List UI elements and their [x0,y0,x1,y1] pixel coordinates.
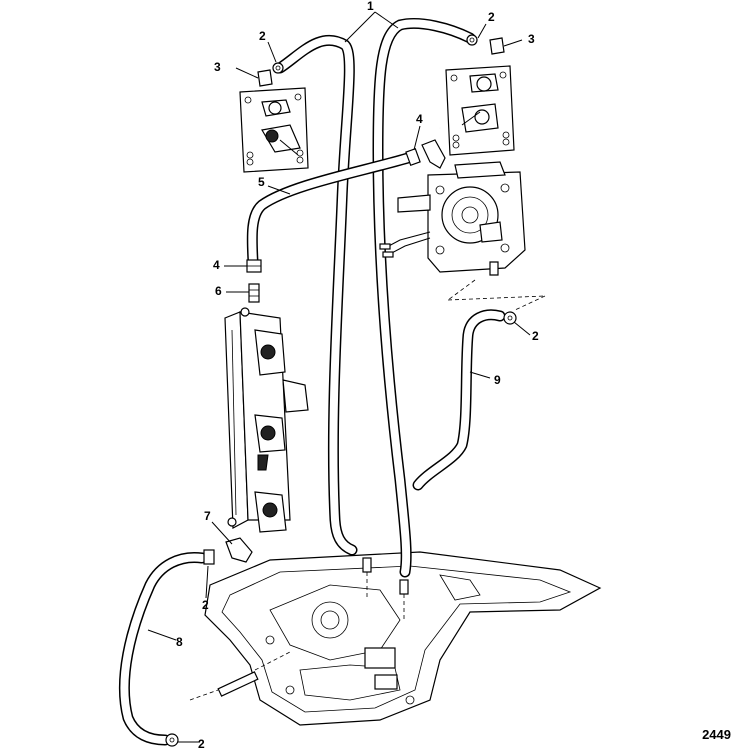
left-cover-plate [239,87,309,173]
hose-1-left [274,34,358,556]
vapor-separator-assembly [379,127,526,276]
fitting-4-lower [246,259,262,273]
callout-2: 2 [488,10,495,24]
callout-2: 2 [198,737,205,750]
callout-4: 4 [416,112,423,126]
hose-9 [412,309,506,491]
callout-7: 7 [204,509,211,523]
figure-number: 2449 [702,727,731,742]
callout-3: 3 [528,32,535,46]
fitting-3-right [489,37,505,55]
clamp-2-bottom [165,733,179,747]
assembly-line [514,295,546,311]
adapter-plate [204,551,602,726]
hose-5 [246,152,414,268]
assembly-line [447,295,546,301]
clamp-2-right [503,311,517,325]
right-cover-plate [445,65,515,156]
leader-lines [147,11,531,743]
callout-4: 4 [213,258,220,272]
callout-2: 2 [202,598,209,612]
sensor-connector [189,651,291,701]
callout-1: 1 [367,0,374,13]
fuel-rail-manifold [224,307,309,533]
callout-6: 6 [215,284,222,298]
clamp-2-lower-left [203,549,215,565]
hose-1-right [372,17,476,578]
hose-8 [118,551,208,746]
clamp-2-top-right [466,34,478,46]
plate-fitting [399,579,409,595]
fitting-3-left [257,69,273,87]
assembly-line [447,279,476,301]
callout-2: 2 [532,329,539,343]
callout-5: 5 [258,175,265,189]
fitting-6 [248,283,260,303]
elbow-fitting-7 [225,537,253,563]
fitting-4-upper [405,139,446,169]
callout-3: 3 [214,60,221,74]
callout-8: 8 [176,635,183,649]
plate-fitting [362,557,372,573]
clamp-2-top-left [272,62,284,74]
callout-9: 9 [494,373,501,387]
callout-2: 2 [259,29,266,43]
